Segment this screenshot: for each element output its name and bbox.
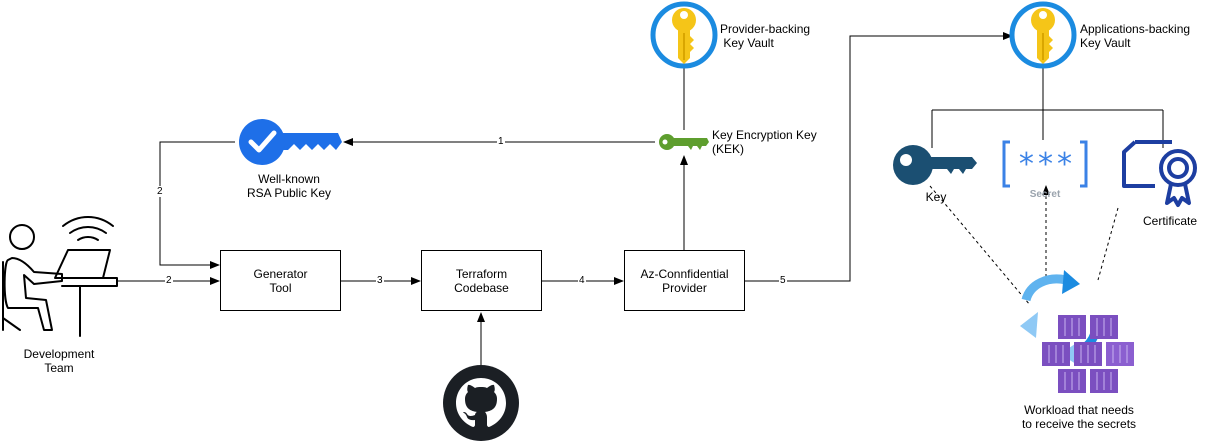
workload-label: Workload that needs to receive the secre… (1021, 403, 1137, 431)
provider-vault-label: Provider-backing Key Vault (720, 22, 811, 50)
development-team-label: Development Team (23, 347, 95, 375)
kek-label: Key Encryption Key (KEK) (712, 128, 817, 156)
edge-label-4: 4 (578, 275, 586, 286)
apps-key-vault-icon (1009, 1, 1077, 69)
edge-cert-to-workload (1097, 207, 1119, 281)
certificate-icon (1122, 140, 1197, 207)
edge-label-3: 3 (376, 275, 384, 286)
kek-icon (659, 134, 709, 150)
edge-label-2-vertical: 2 (156, 186, 164, 197)
edge-key-to-workload (929, 185, 1031, 306)
generator-tool-box: Generator Tool (220, 250, 341, 311)
container-grid (1042, 315, 1134, 393)
key-icon (893, 145, 977, 185)
terraform-codebase-box: Terraform Codebase (421, 250, 542, 311)
edge-provider-to-apps-vault (745, 32, 1013, 282)
edge-label-2-horizontal: 2 (165, 275, 173, 286)
certificate-label: Certificate (1142, 214, 1198, 228)
edge-label-1: 1 (497, 136, 505, 147)
apps-vault-label: Applications-backing Key Vault (1080, 22, 1191, 50)
connectors (118, 32, 1164, 365)
secret-glyph: *** (1017, 147, 1075, 182)
github-icon (443, 365, 519, 441)
workload-icon (1020, 270, 1134, 393)
rsa-public-key-icon (239, 119, 342, 165)
edge-rsa-to-generator (159, 141, 235, 269)
secret-icon (1002, 140, 1088, 188)
edge-vault-tree (931, 66, 1164, 148)
az-confidential-provider-box: Az-Connfidential Provider (624, 250, 745, 311)
key-label: Key (925, 190, 947, 204)
developer-icon (2, 216, 118, 337)
secret-label: Secret (1029, 189, 1061, 200)
edge-label-5: 5 (779, 275, 787, 286)
rsa-public-key-label: Well-known RSA Public Key (246, 172, 332, 200)
provider-key-vault-icon (650, 1, 718, 69)
